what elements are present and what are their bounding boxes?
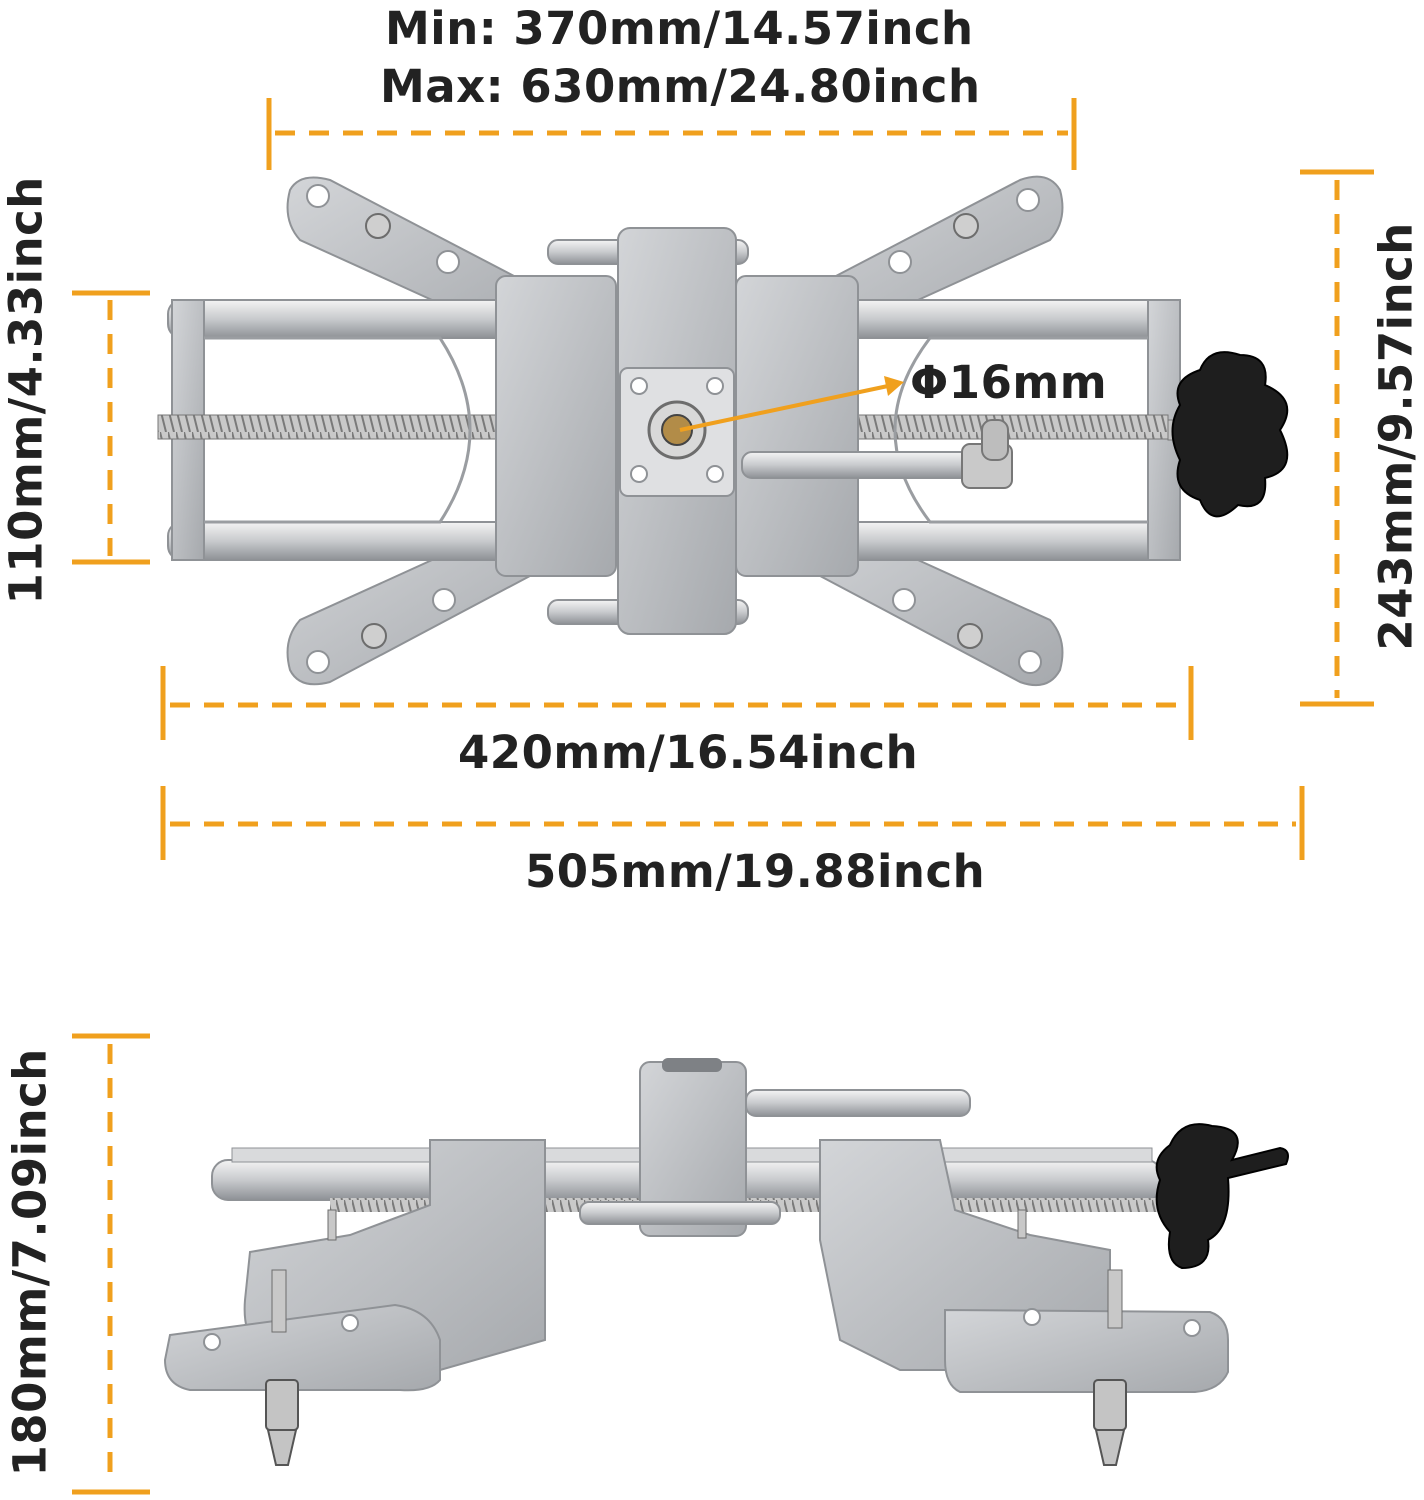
- side-height-label: 180mm/7.09inch: [3, 1048, 57, 1477]
- dim-inner-length: [160, 666, 1194, 740]
- overall-length-label: 505mm/19.88inch: [525, 845, 986, 898]
- dim-top-width: [266, 98, 1077, 170]
- diameter-label: Φ16mm: [910, 356, 1108, 409]
- total-height-label: 243mm/9.57inch: [1369, 222, 1423, 651]
- max-width-label: Max: 630mm/24.80inch: [380, 60, 981, 113]
- dim-right-height: [1300, 169, 1374, 707]
- dim-side-height: [72, 1033, 150, 1495]
- inner-length-label: 420mm/16.54inch: [458, 726, 919, 779]
- dim-overall-length: [160, 786, 1305, 860]
- wheel-clamp-top-view: [157, 175, 1289, 686]
- dim-left-bar-span: [72, 290, 150, 565]
- min-width-label: Min: 370mm/14.57inch: [385, 2, 974, 55]
- diameter-arrow: [679, 376, 904, 432]
- wheel-clamp-side-view: [163, 1058, 1289, 1466]
- bar-span-label: 110mm/4.33inch: [0, 176, 53, 605]
